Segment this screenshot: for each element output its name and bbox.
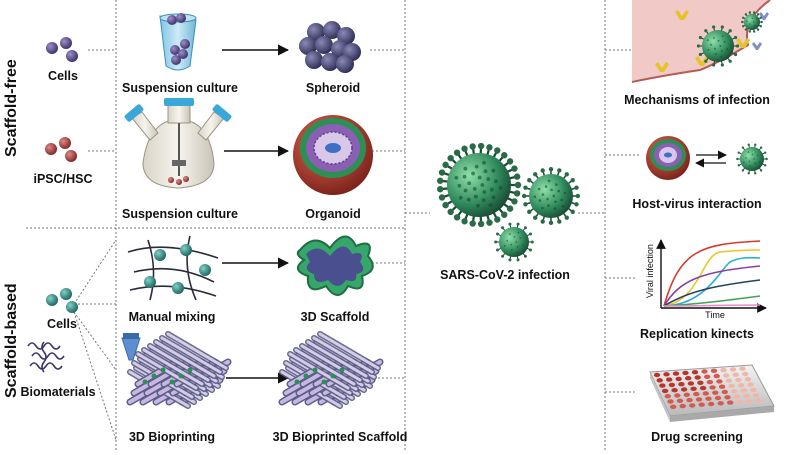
virus-host (736, 143, 768, 175)
cells-label-2: Cells (47, 317, 77, 331)
cells-icon-2 (46, 288, 78, 313)
manual-mixing-label: Manual mixing (128, 310, 216, 324)
virus-mechanism-small (741, 11, 763, 33)
bioprinted-scaffold-icon (278, 331, 384, 409)
replication-x-label: Time (705, 310, 725, 320)
replication-curve-3 (663, 256, 761, 307)
scaffold-free-label: Scaffold-free (3, 59, 20, 157)
scaffold-icon (296, 235, 374, 296)
process-arrows (222, 44, 290, 384)
replication-curve-4 (663, 265, 761, 307)
suspension-culture-label-1: Suspension culture (122, 81, 238, 95)
host-virus-icon (646, 136, 727, 180)
infection-label: SARS-CoV-2 infection (440, 268, 570, 282)
replication-curve-5 (663, 279, 761, 307)
bioprinted-lattice-layers (278, 331, 384, 409)
mechanisms-label: Mechanisms of infection (624, 93, 770, 107)
spinner-flask-icon (124, 98, 232, 189)
cells-label-1: Cells (48, 69, 78, 83)
manual-mixing-icon (127, 235, 219, 301)
organoid-label: Organoid (305, 207, 361, 221)
printed-lattice (126, 331, 232, 409)
drug-screening-label: Drug screening (651, 430, 743, 444)
replication-curves (663, 240, 761, 307)
ipsc-label: iPSC/HSC (33, 172, 93, 186)
app-virus-icons (696, 11, 768, 175)
replication-curve-7 (663, 304, 761, 307)
plate-wells (653, 366, 762, 409)
virus-large (436, 142, 522, 228)
host-virus-label: Host-virus interaction (632, 197, 762, 211)
printed-lattice-layers (126, 331, 232, 409)
drug-screening-plate-icon (649, 364, 775, 422)
bioprinted-scaffold-label: 3D Bioprinted Scaffold (272, 430, 408, 444)
biomaterials-label: Biomaterials (20, 385, 96, 399)
bioprinting-icon (121, 331, 232, 409)
virus-small (494, 222, 534, 262)
scaffold-label: 3D Scaffold (300, 310, 370, 324)
replication-y-label: Viral infection (645, 244, 655, 298)
replication-curve-2 (663, 249, 761, 307)
virus-mechanism (696, 25, 740, 67)
divider-lines (26, 0, 640, 450)
replication-curve-1 (663, 240, 761, 307)
replication-chart (656, 239, 767, 313)
organoid-icon (293, 115, 373, 195)
suspension-cup-icon (159, 13, 197, 71)
virus-medium (521, 166, 581, 226)
bioprinting-label: 3D Bioprinting (128, 430, 216, 444)
scaffold-based-label: Scaffold-based (3, 283, 20, 398)
sars-cov-2-virus-icons (436, 142, 581, 262)
biomaterials-icon (27, 341, 65, 373)
ipsc-cells-icon (45, 137, 77, 162)
spheroid-label: Spheroid (305, 81, 361, 95)
cells-icon-1 (46, 37, 78, 62)
suspension-culture-label-2: Suspension culture (122, 207, 238, 221)
replication-label: Replication kinects (640, 327, 754, 341)
spheroid-icon (299, 21, 361, 73)
